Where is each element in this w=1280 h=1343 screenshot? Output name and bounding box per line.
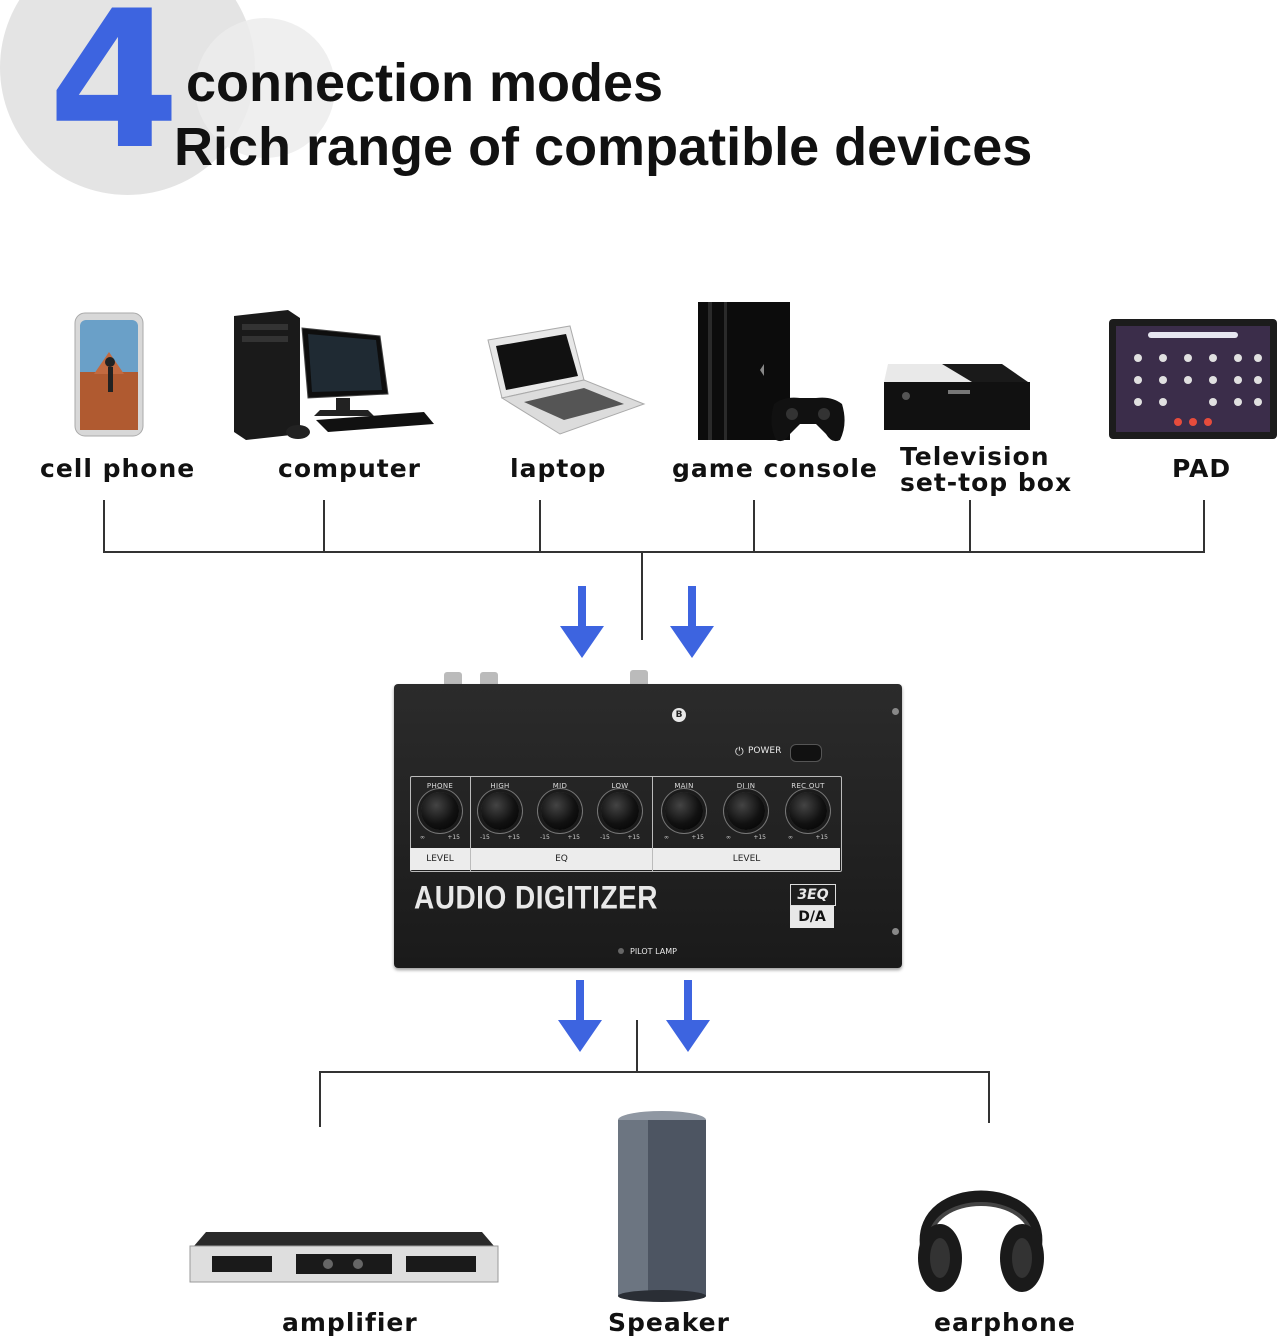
connector-bus-bottom <box>319 1071 990 1073</box>
connector-bus-top <box>103 551 1205 553</box>
arrow-down-icon <box>556 980 604 1058</box>
pilot-lamp-led <box>618 948 624 954</box>
pilot-lamp-label: PILOT LAMP <box>630 947 677 956</box>
headphones-icon <box>912 1150 1050 1306</box>
arrow-down-icon <box>664 980 712 1058</box>
screw <box>892 928 899 935</box>
source-label-computer: computer <box>278 454 421 483</box>
connector-line <box>753 500 755 552</box>
cell-phone-icon <box>74 312 144 441</box>
set-top-box-icon <box>882 360 1032 438</box>
source-label-set-top-box: Television set-top box <box>900 442 1073 498</box>
arrow-down-icon <box>558 586 606 664</box>
connector-trunk-top <box>641 552 643 640</box>
amplifier-icon <box>188 1230 500 1290</box>
source-label-laptop: laptop <box>510 454 607 483</box>
device-name: AUDIO DIGITIZER <box>414 879 658 916</box>
badge-3eq-text: 3EQ <box>797 887 829 903</box>
tablet-icon <box>1108 318 1278 444</box>
badge-da: D/A <box>790 906 834 928</box>
connector-line <box>969 500 971 552</box>
output-label-speaker: Speaker <box>608 1308 730 1337</box>
bluetooth-icon: B <box>672 708 686 722</box>
rca-jack <box>630 670 648 688</box>
knob-high[interactable]: HIGH -15+15 <box>480 782 520 841</box>
group-label-level: LEVEL <box>426 854 454 864</box>
connector-line <box>323 500 325 552</box>
laptop-icon <box>484 322 646 444</box>
power-label: POWER <box>748 746 782 756</box>
game-console-icon <box>694 300 846 450</box>
source-label-game-console: game console <box>672 454 878 483</box>
audio-digitizer-device: B ⏻ POWER LEVEL EQ LEVEL PHONE ∞+15 HIGH… <box>392 670 904 972</box>
headline-line-1: connection modes <box>186 53 664 113</box>
knob-phone[interactable]: PHONE ∞+15 <box>420 782 460 841</box>
source-label-pad: PAD <box>1172 454 1232 483</box>
group-strip <box>471 848 652 870</box>
power-icon: ⏻ <box>735 745 744 758</box>
output-label-amplifier: amplifier <box>282 1308 418 1337</box>
knob-panel-frame <box>410 776 842 872</box>
connector-trunk-bottom <box>636 1020 638 1072</box>
power-switch[interactable] <box>790 744 822 762</box>
arrow-down-icon <box>668 586 716 664</box>
connector-line <box>1203 500 1205 552</box>
headline-line-2: Rich range of compatible devices <box>174 117 1033 177</box>
group-label-level: LEVEL <box>732 854 761 864</box>
knob-rec-out[interactable]: REC OUT ∞+15 <box>788 782 828 841</box>
group-strip <box>653 848 840 870</box>
panel-divider <box>652 776 653 872</box>
knob-main[interactable]: MAIN ∞+15 <box>664 782 704 841</box>
connector-line <box>988 1071 990 1123</box>
screw <box>892 708 899 715</box>
speaker-icon <box>614 1110 710 1306</box>
panel-divider <box>470 776 471 872</box>
group-strip <box>410 848 470 870</box>
badge-3eq: 3EQ <box>790 884 836 906</box>
headline-number: 4 <box>48 0 180 191</box>
computer-icon <box>228 306 436 450</box>
output-label-earphone: earphone <box>934 1308 1076 1337</box>
source-label-cell-phone: cell phone <box>40 454 196 483</box>
badge-da-text: D/A <box>798 909 826 925</box>
group-label-eq: EQ <box>555 854 568 864</box>
knob-mid[interactable]: MID -15+15 <box>540 782 580 841</box>
connector-line <box>103 500 105 552</box>
connector-line <box>539 500 541 552</box>
knob-low[interactable]: LOW -15+15 <box>600 782 640 841</box>
decorative-circle-small <box>195 18 335 158</box>
connector-line <box>319 1071 321 1127</box>
knob-di-in[interactable]: DI IN ∞+15 <box>726 782 766 841</box>
